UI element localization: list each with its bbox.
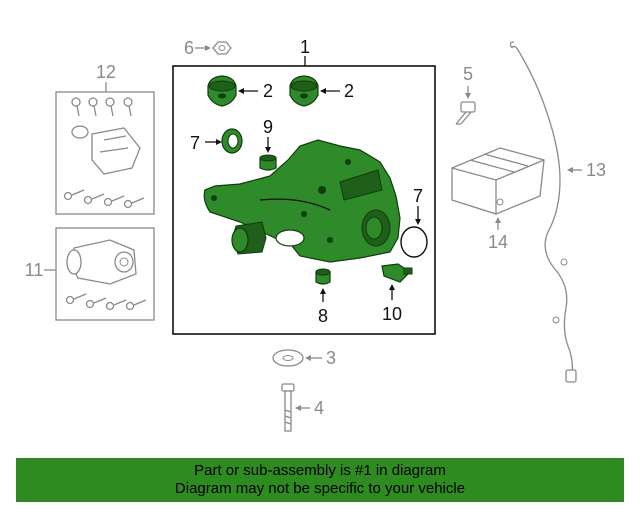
banner-line-2: Diagram may not be specific to your vehi… bbox=[174, 480, 466, 497]
part-11-box bbox=[55, 227, 155, 321]
assembly-box bbox=[172, 65, 436, 335]
part-7-seal-left[interactable] bbox=[221, 128, 243, 154]
callout-2b[interactable]: 2 bbox=[344, 81, 354, 101]
callout-6[interactable]: 6 bbox=[184, 38, 194, 58]
part-12-actuator[interactable] bbox=[71, 125, 141, 175]
callout-11[interactable]: 11 bbox=[25, 260, 44, 280]
part-8-bushing[interactable] bbox=[315, 268, 331, 285]
callout-7b[interactable]: 7 bbox=[413, 186, 423, 206]
part-6-nut[interactable] bbox=[212, 41, 232, 55]
callout-4[interactable]: 4 bbox=[314, 398, 324, 418]
info-banner: Part or sub-assembly is #1 in diagram Di… bbox=[16, 458, 624, 502]
part-11-actuator[interactable] bbox=[66, 239, 137, 285]
callout-14[interactable]: 14 bbox=[488, 232, 508, 252]
callout-9[interactable]: 9 bbox=[263, 117, 273, 137]
part-2-mount-left[interactable] bbox=[207, 75, 237, 107]
part-14-module[interactable] bbox=[451, 147, 545, 215]
part-10-sensor[interactable] bbox=[381, 263, 413, 283]
banner-line-1: Part or sub-assembly is #1 in diagram bbox=[194, 462, 446, 479]
callout-12[interactable]: 12 bbox=[96, 62, 116, 82]
callout-13[interactable]: 13 bbox=[586, 160, 606, 180]
callout-5[interactable]: 5 bbox=[463, 64, 473, 84]
part-12-bolts-bottom bbox=[63, 189, 145, 209]
part-11-bolts bbox=[65, 293, 147, 311]
part-2-mount-right[interactable] bbox=[289, 75, 319, 107]
callout-8[interactable]: 8 bbox=[318, 306, 328, 326]
callout-3[interactable]: 3 bbox=[326, 348, 336, 368]
part-9-bushing[interactable] bbox=[259, 154, 277, 171]
callout-2a[interactable]: 2 bbox=[263, 81, 273, 101]
callout-7a[interactable]: 7 bbox=[190, 133, 200, 153]
part-4-bolt[interactable] bbox=[281, 383, 295, 432]
part-1-differential[interactable] bbox=[203, 139, 401, 263]
callout-10[interactable]: 10 bbox=[382, 304, 402, 324]
part-3-washer[interactable] bbox=[272, 349, 304, 367]
part-12-bolts-top bbox=[71, 97, 133, 117]
part-7-seal-right[interactable] bbox=[400, 226, 428, 258]
callout-1[interactable]: 1 bbox=[300, 37, 310, 57]
part-13-cable[interactable] bbox=[509, 41, 577, 383]
part-5-bolt[interactable] bbox=[455, 101, 476, 125]
part-12-box bbox=[55, 91, 155, 215]
